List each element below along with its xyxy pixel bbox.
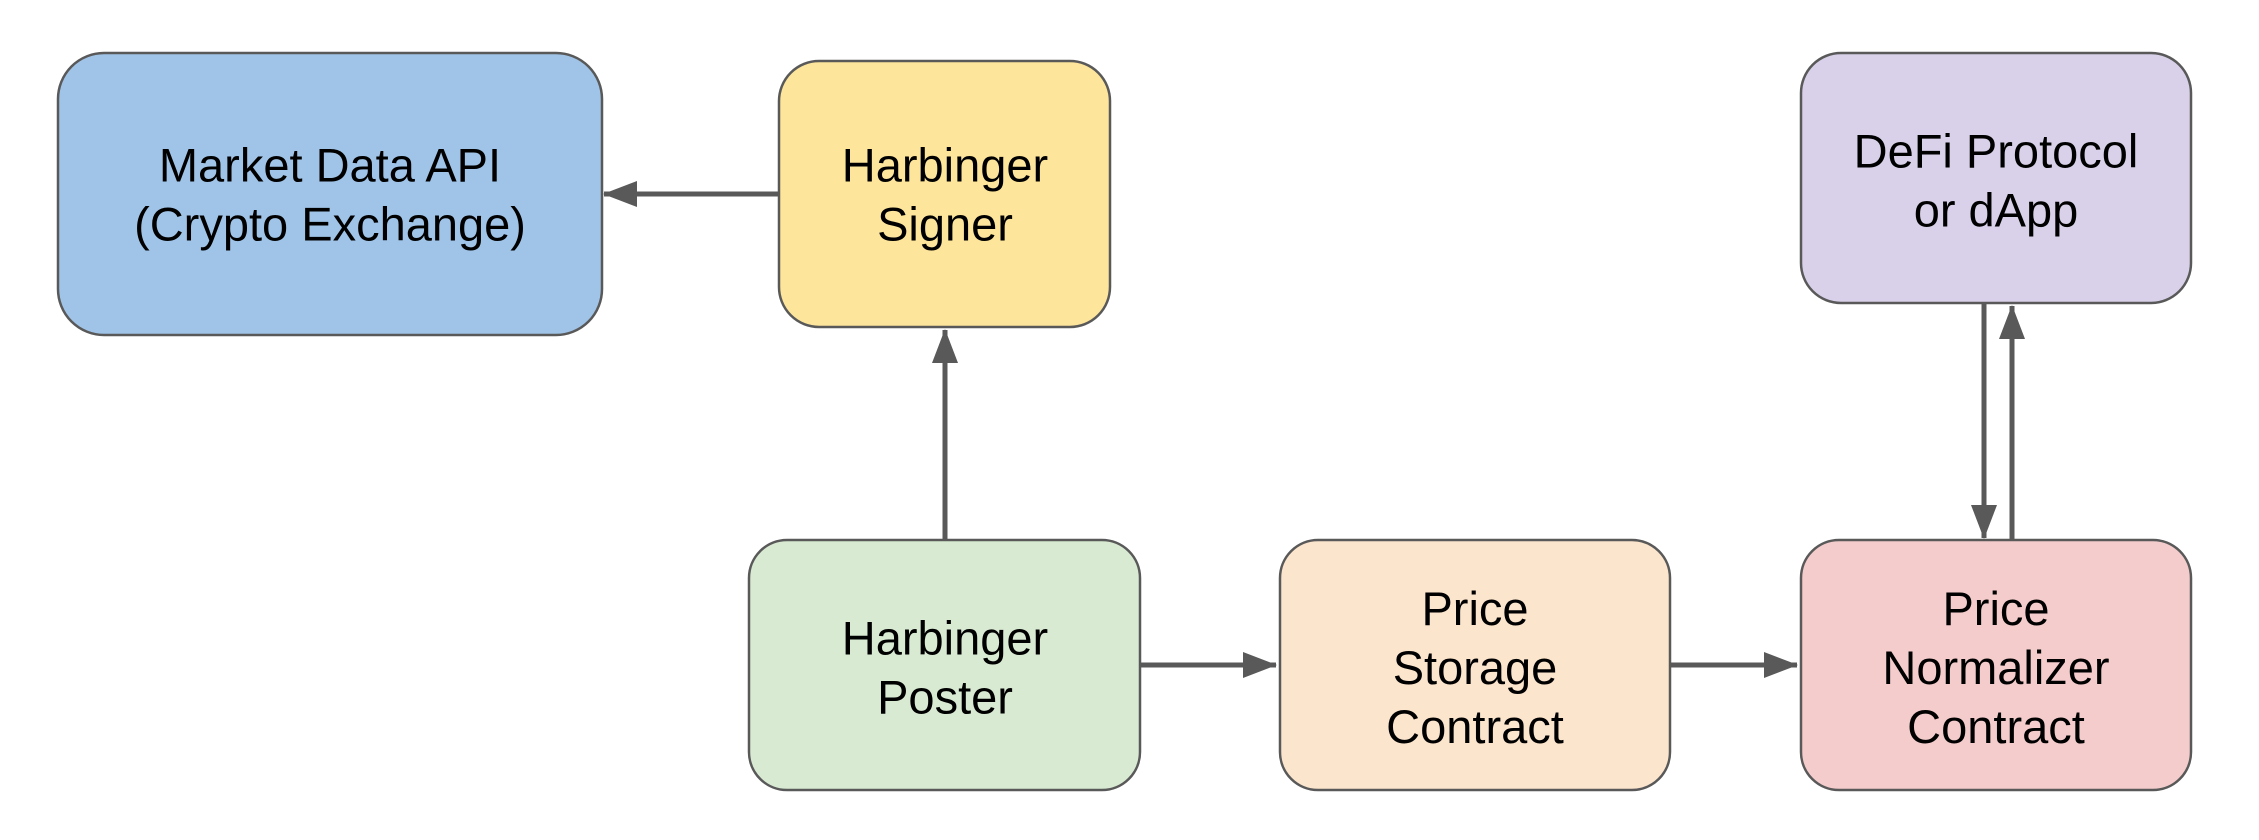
node-label-line: Price — [1421, 582, 1528, 635]
node-label-line: Market Data API — [159, 138, 501, 191]
node-box — [747, 538, 1142, 792]
connectors — [603, 181, 2025, 678]
node-box — [1278, 538, 1672, 792]
node-label-line: Price — [1942, 582, 2049, 635]
node-label: Market Data API (Crypto Exchange) — [134, 138, 526, 250]
node-label-line: Harbinger — [842, 138, 1048, 191]
node-box — [1799, 538, 2193, 792]
node-label-line: Contract — [1386, 700, 1564, 753]
node-box — [777, 59, 1112, 329]
node-label-line: Storage — [1393, 641, 1558, 694]
node-market-data-api: Market Data API (Crypto Exchange) — [56, 51, 604, 337]
node-label: DeFi Protocol or dApp — [1854, 124, 2139, 236]
node-label-line: Signer — [877, 197, 1013, 250]
node-label-line: Contract — [1907, 700, 2085, 753]
node-label-line: or dApp — [1914, 183, 2079, 236]
node-label-line: Harbinger — [842, 611, 1048, 664]
node-label-line: (Crypto Exchange) — [134, 197, 526, 250]
node-label-line: Poster — [877, 670, 1013, 723]
node-label-line: DeFi Protocol — [1854, 124, 2139, 177]
node-box — [56, 51, 604, 337]
node-defi-protocol: DeFi Protocol or dApp — [1799, 51, 2193, 305]
node-box — [1799, 51, 2193, 305]
node-label-line: Normalizer — [1882, 641, 2109, 694]
